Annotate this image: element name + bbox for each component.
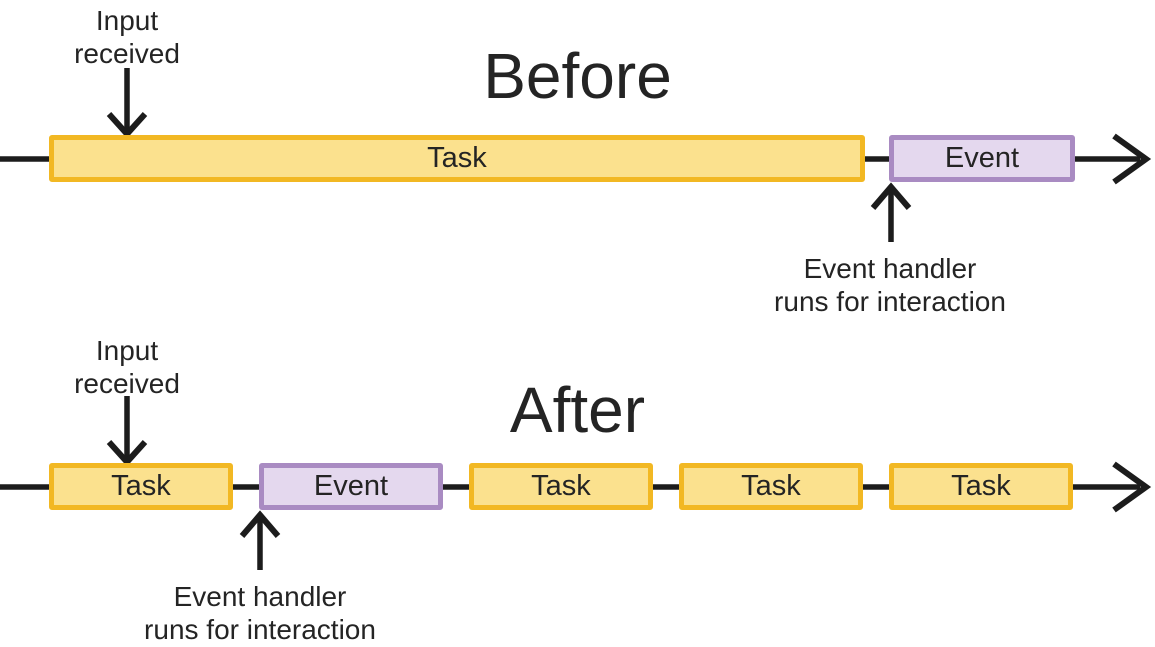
before-title: Before — [483, 40, 672, 112]
task-bar: Task — [889, 463, 1073, 510]
after-title: After — [509, 374, 646, 446]
after-input-arrowhead-icon — [106, 439, 148, 467]
event-bar-label: Event — [313, 470, 389, 502]
task-bar-label: Task — [951, 470, 1011, 502]
task-bar-label: Task — [427, 142, 487, 174]
task-bar-label: Task — [111, 470, 171, 502]
event-bar: Event — [259, 463, 443, 510]
after-handler-arrowhead-icon — [239, 510, 281, 538]
task-bar: Task — [469, 463, 653, 510]
before-timeline-arrowhead-icon — [1112, 133, 1152, 185]
task-bar: Task — [679, 463, 863, 510]
task-bar: Task — [49, 463, 233, 510]
before-input-arrowhead-icon — [106, 111, 148, 139]
before-handler-arrowhead-icon — [870, 182, 912, 210]
before-event-handler-note: Event handler runs for interaction — [774, 253, 1006, 318]
after-event-handler-note: Event handler runs for interaction — [144, 581, 376, 646]
event-bar-label: Event — [944, 142, 1020, 174]
task-bar-label: Task — [531, 470, 591, 502]
task-bar-label: Task — [741, 470, 801, 502]
after-timeline-arrowhead-icon — [1112, 461, 1152, 513]
after-input-received-note: Input received — [74, 335, 180, 400]
event-bar: Event — [889, 135, 1075, 182]
before-input-received-note: Input received — [74, 5, 180, 70]
task-bar: Task — [49, 135, 865, 182]
